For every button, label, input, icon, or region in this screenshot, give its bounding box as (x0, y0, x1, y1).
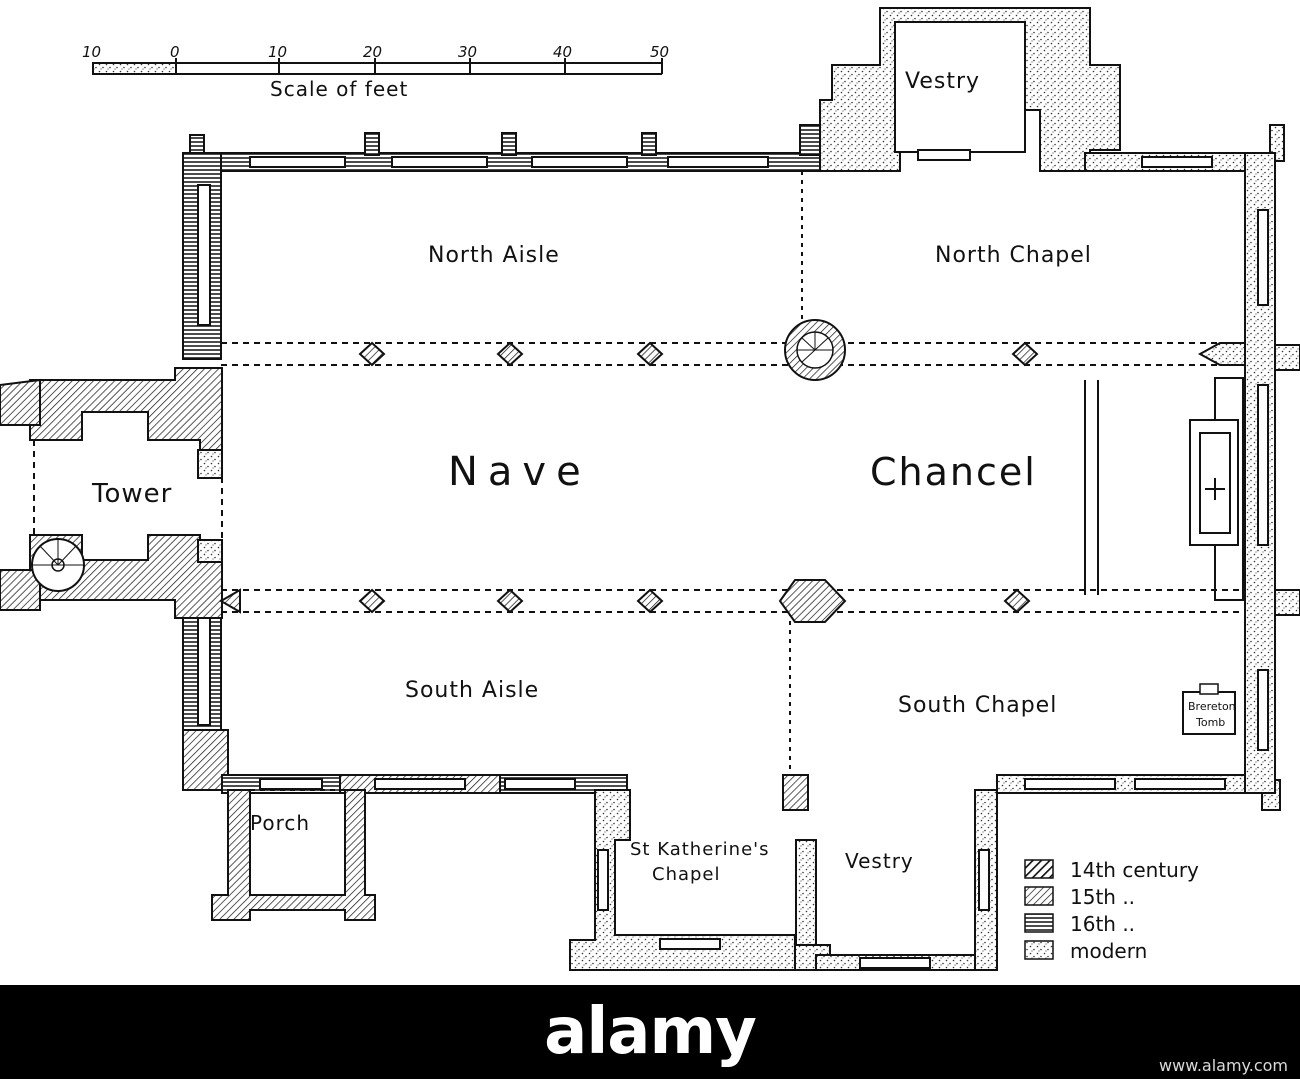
st-katherines-label: Chapel (652, 864, 721, 885)
chancel-label: Chancel (870, 450, 1037, 494)
porch-label: Porch (250, 811, 310, 835)
arcades (221, 171, 1245, 775)
legend: 14th century 15th .. 16th .. modern (1024, 858, 1199, 963)
legend-swatch-14th (1024, 859, 1054, 879)
scale-bar: 10 0 10 20 30 40 50 Scale of feet (82, 43, 669, 101)
scale-tick-label: 50 (650, 43, 669, 61)
watermark-banner: alamy www.alamy.com (0, 985, 1300, 1079)
scale-tick-label: 40 (553, 43, 572, 61)
scale-tick-label: 10 (82, 43, 101, 61)
vestry-north-label: Vestry (905, 69, 980, 94)
scale-tick-label: 30 (458, 43, 477, 61)
nave-label: Nave (448, 449, 591, 495)
brereton-tomb-label: Tomb (1195, 716, 1225, 729)
north-aisle-label: North Aisle (428, 243, 560, 268)
legend-swatch-modern (1024, 940, 1054, 960)
north-chapel-label: North Chapel (935, 243, 1092, 268)
legend-label: 15th .. (1070, 885, 1135, 909)
south-aisle-label: South Aisle (405, 678, 539, 703)
south-chapel-label: South Chapel (898, 693, 1057, 718)
scale-tick-label: 20 (363, 43, 382, 61)
watermark-logo: alamy (544, 995, 757, 1069)
walls (0, 7, 1300, 971)
scale-label: Scale of feet (270, 77, 408, 101)
rood-stair (784, 319, 846, 381)
vestry-south-label: Vestry (845, 849, 914, 873)
legend-swatch-15th (1024, 886, 1054, 906)
brereton-tomb: Brereton Tomb (1182, 683, 1236, 735)
brereton-tomb-label: Brereton (1188, 700, 1236, 713)
legend-label: modern (1070, 939, 1147, 963)
st-katherines-label: St Katherine's (630, 839, 769, 860)
legend-swatch-16th (1024, 913, 1054, 933)
room-labels: Vestry North Aisle North Chapel Nave Cha… (91, 69, 1092, 885)
arcade-piers (219, 341, 1246, 623)
scale-tick-label: 10 (268, 43, 287, 61)
legend-label: 16th .. (1070, 912, 1135, 936)
watermark-url: www.alamy.com (1159, 1056, 1288, 1075)
scale-tick-label: 0 (170, 43, 180, 61)
tower-label: Tower (91, 479, 172, 509)
legend-label: 14th century (1070, 858, 1199, 882)
church-floor-plan: 10 0 10 20 30 40 50 Scale of feet (0, 7, 1300, 971)
